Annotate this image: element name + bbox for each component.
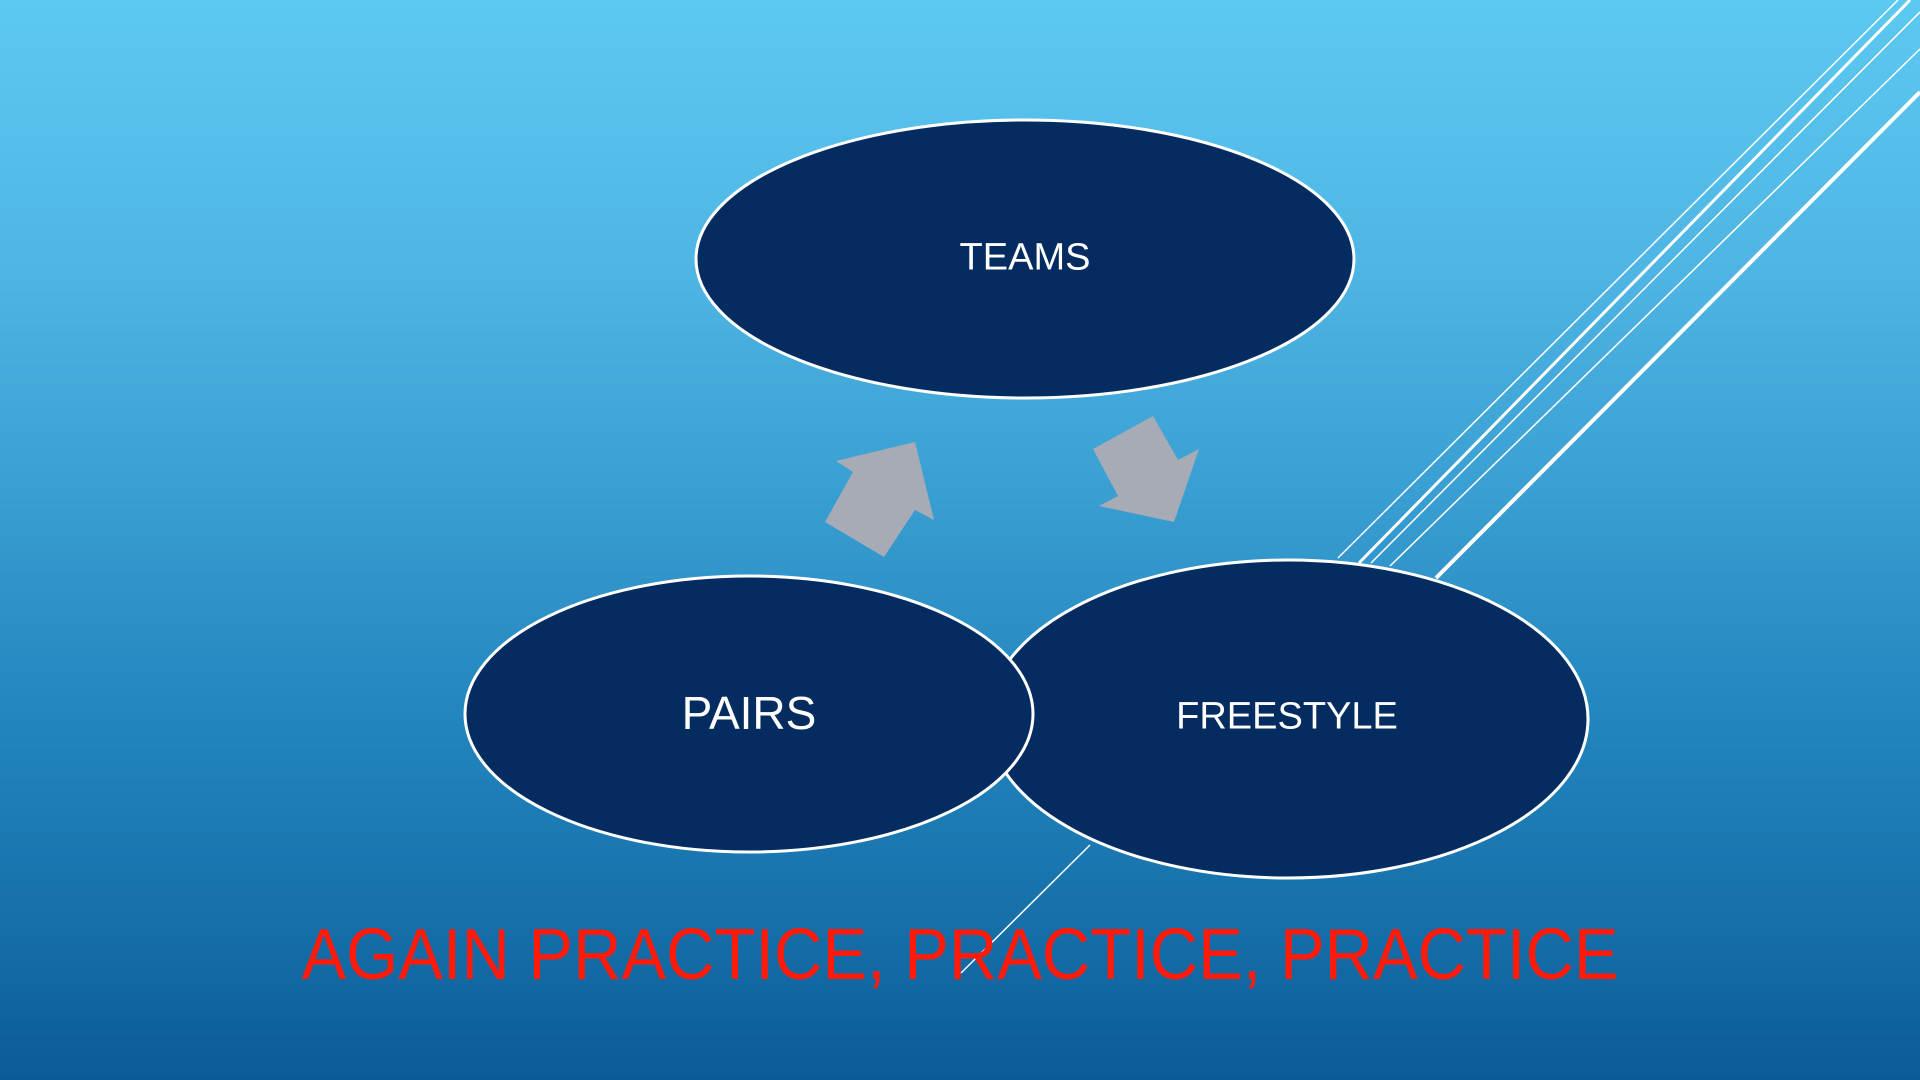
node-teams xyxy=(694,118,1356,400)
node-freestyle-label: FREESTYLE xyxy=(1176,695,1398,738)
decorative-lines xyxy=(960,0,1920,974)
deco-line xyxy=(1389,48,1920,567)
deco-line xyxy=(1357,0,1912,565)
deco-line xyxy=(960,844,1091,974)
arrow-up-icon xyxy=(825,442,934,557)
slide-caption: AGAIN PRACTICE, PRACTICE, PRACTICE xyxy=(301,915,1619,995)
arrow-down-icon xyxy=(1093,416,1199,522)
deco-line xyxy=(1434,90,1920,580)
deco-line xyxy=(1337,0,1899,559)
node-pairs-label: PAIRS xyxy=(681,687,817,739)
node-pairs xyxy=(463,574,1035,854)
deco-line xyxy=(1370,11,1920,564)
node-teams-label: TEAMS xyxy=(959,236,1091,279)
